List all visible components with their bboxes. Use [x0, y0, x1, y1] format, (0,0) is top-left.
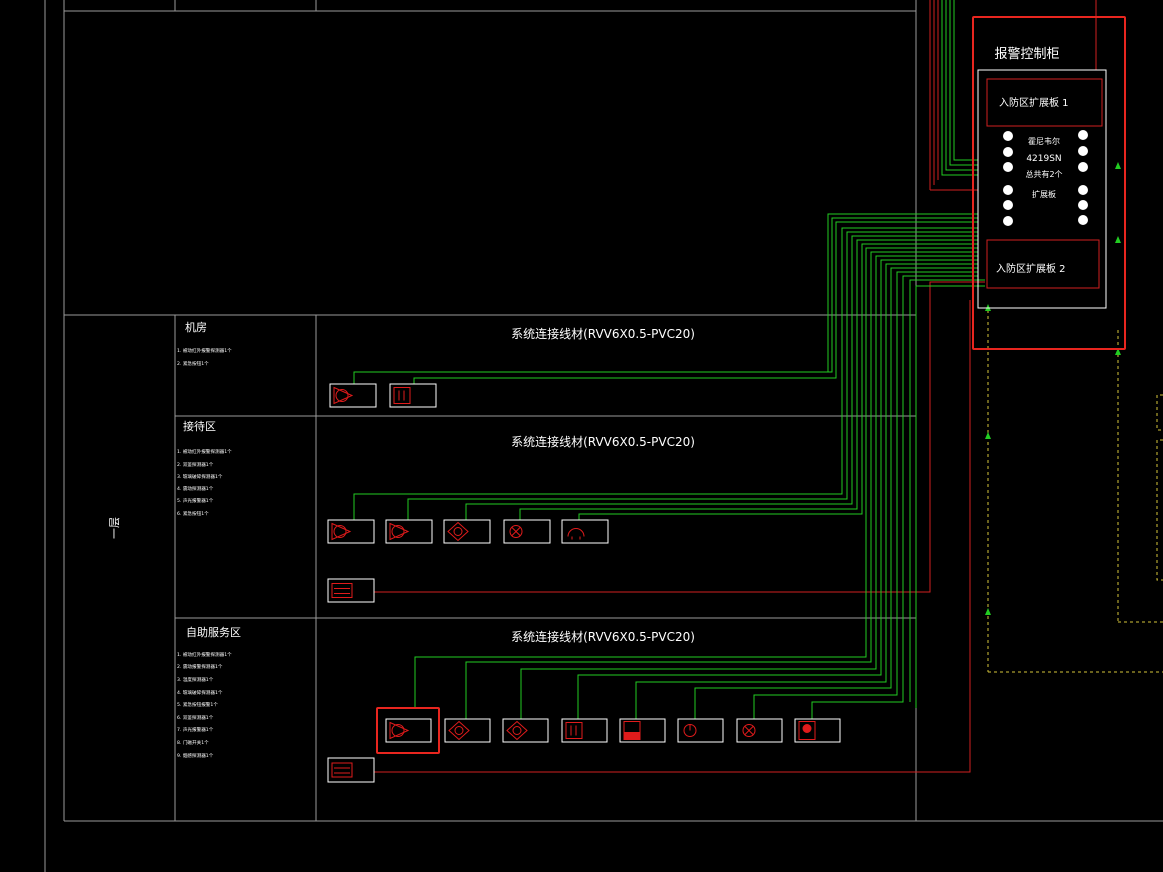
zone-note: 5. 声光报警器1个 — [177, 497, 214, 504]
expansion-board-2[interactable] — [986, 239, 1100, 289]
signal-wire — [353, 217, 978, 384]
signal-wire — [519, 239, 978, 520]
cable-spec-label: 系统连接线材(RVV6X0.5-PVC20) — [511, 434, 695, 449]
zone-note: 9. 烟感探测器1个 — [177, 752, 214, 759]
host-model-line-4: 扩展板 — [1032, 189, 1056, 199]
signal-wire — [577, 259, 978, 719]
signal-wire — [578, 243, 978, 520]
zone-note: 5. 紧急按钮报警1个 — [177, 701, 218, 708]
zone-note: 8. 门磁开关1个 — [177, 739, 209, 746]
zone-note: 7. 声光报警器1个 — [177, 726, 214, 733]
dual-tech-detector-icon[interactable] — [385, 519, 433, 544]
vibration-detector-icon[interactable] — [503, 519, 551, 544]
signal-wire — [414, 247, 978, 708]
alarm-panel: 报警控制柜 入防区扩展板 1 入防区扩展板 2 霍尼韦尔 4219SN 总共有2… — [977, 46, 1107, 309]
vibration-detector-icon[interactable] — [736, 718, 783, 743]
glass-break-detector-icon[interactable] — [443, 519, 491, 544]
zone-note: 3. 温度探测器1个 — [177, 676, 214, 683]
signal-wire — [407, 231, 978, 520]
smoke-detector-icon[interactable] — [619, 718, 666, 743]
zone-note: 6. 紧急按钮1个 — [177, 510, 209, 517]
glass-break-detector-icon[interactable] — [444, 718, 491, 743]
zone-note: 4. 震动探测器1个 — [177, 485, 214, 492]
signal-wire — [909, 279, 985, 702]
pir-detector-icon[interactable] — [329, 383, 377, 408]
host-model-line-2: 4219SN — [1026, 154, 1061, 164]
signal-wire — [694, 267, 978, 719]
signal-bundle-top — [941, 0, 978, 176]
zone-note: 6. 双鉴探测器1个 — [177, 714, 214, 721]
siren-strobe-icon[interactable] — [561, 519, 609, 544]
terminal-dots — [1003, 130, 1088, 226]
cable-spec-label: 系统连接线材(RVV6X0.5-PVC20) — [511, 326, 695, 341]
zone-machine-room: 机房 1. 被动红外报警探测器1个 2. 紧急按钮1个 系统连接线材(RVV6X… — [177, 320, 695, 367]
zone-note: 2. 震动报警探测器1个 — [177, 663, 223, 670]
door-contact-icon[interactable] — [677, 718, 724, 743]
selected-device-highlight — [376, 707, 440, 754]
zone-note: 1. 被动红外报警探测器1个 — [177, 347, 232, 354]
zone-self-service-area: 自助服务区 1. 被动红外报警探测器1个 2. 震动报警探测器1个 3. 温度探… — [177, 625, 695, 759]
signal-wire — [827, 213, 978, 372]
signal-wire — [413, 221, 978, 384]
host-model-line-3: 总共有2个 — [1025, 169, 1062, 179]
pir-detector-icon[interactable] — [385, 718, 432, 743]
zone-note: 1. 被动红外报警探测器1个 — [177, 448, 232, 455]
alarm-panel-highlight — [972, 16, 1126, 350]
device-symbols — [327, 383, 841, 783]
keypad-icon[interactable] — [327, 757, 375, 783]
zone-note: 2. 紧急按钮1个 — [177, 360, 209, 367]
zone-note: 3. 玻璃破碎探测器1个 — [177, 473, 223, 480]
power-bus-wires — [374, 0, 1097, 773]
zone-note: 4. 玻璃破碎探测器1个 — [177, 689, 223, 696]
expansion-board-1-label: 入防区扩展板 1 — [999, 96, 1069, 109]
flow-arrows — [985, 162, 1121, 615]
panel-cabinet-outline — [977, 69, 1107, 309]
expansion-board-1[interactable] — [986, 78, 1103, 127]
signal-wires — [353, 213, 985, 719]
signal-wire — [753, 271, 978, 719]
signal-wire — [635, 263, 978, 719]
zone-reception-area: 接待区 1. 被动红外报警探测器1个 2. 双鉴探测器1个 3. 玻璃破碎探测器… — [177, 419, 695, 517]
panel-title: 报警控制柜 — [994, 46, 1059, 62]
signal-wire — [811, 275, 978, 719]
zone-note: 1. 被动红外报警探测器1个 — [177, 651, 232, 658]
signal-wire — [465, 235, 978, 520]
signal-wire — [465, 251, 978, 719]
alarm-detector-icon[interactable] — [502, 718, 549, 743]
zone-note: 2. 双鉴探测器1个 — [177, 461, 214, 468]
expansion-board-2-label: 入防区扩展板 2 — [996, 262, 1066, 275]
cable-spec-label: 系统连接线材(RVV6X0.5-PVC20) — [511, 629, 695, 644]
alarm-bell-icon[interactable] — [794, 718, 841, 743]
floor-label: 一层 — [108, 517, 121, 539]
signal-wire — [915, 285, 985, 708]
zone-title: 机房 — [185, 320, 207, 334]
emergency-button-icon[interactable] — [389, 383, 437, 408]
emergency-button-icon[interactable] — [561, 718, 608, 743]
zone-title: 自助服务区 — [186, 625, 241, 639]
zone-title: 接待区 — [183, 419, 216, 433]
adjacent-zone-dashed — [987, 310, 1163, 673]
signal-wire — [353, 227, 978, 520]
signal-wire — [520, 255, 978, 719]
pir-detector-icon[interactable] — [327, 519, 375, 544]
host-model-line-1: 霍尼韦尔 — [1028, 136, 1060, 146]
keypad-icon[interactable] — [327, 578, 375, 603]
